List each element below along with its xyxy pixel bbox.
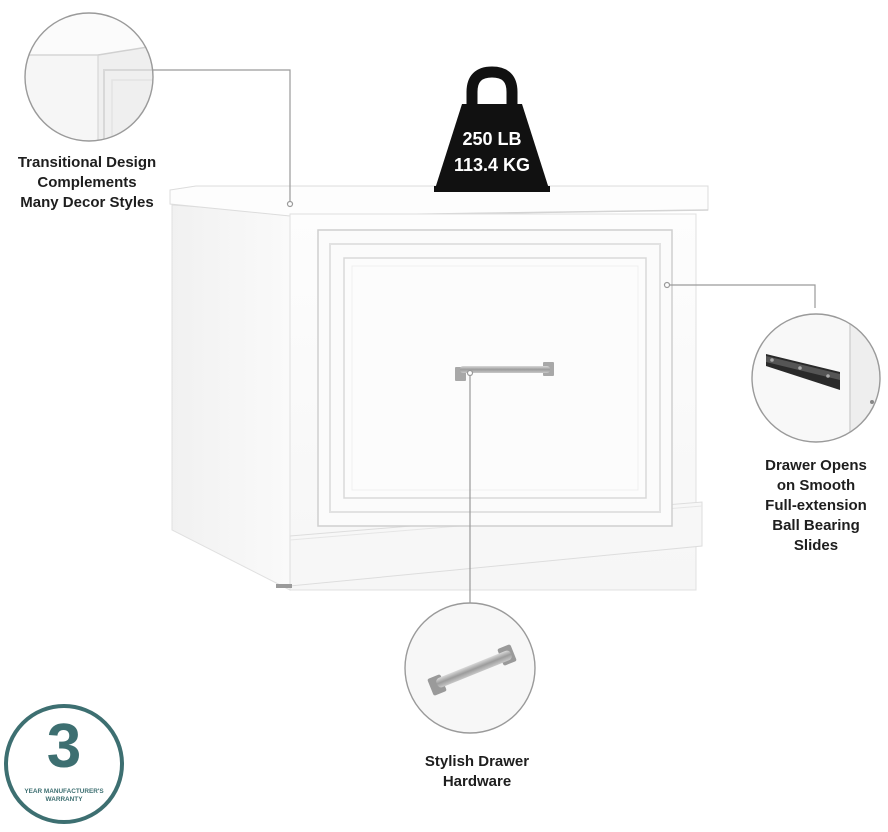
callout-line: Drawer Opens xyxy=(765,457,867,474)
warranty-caption-line: WARRANTY xyxy=(45,796,83,803)
kettlebell-weight-icon xyxy=(434,66,550,192)
callout-drawer-hardware: Stylish Drawer Hardware xyxy=(392,752,562,792)
cabinet-side-panel xyxy=(171,204,291,591)
callout-ball-bearing-slides: Drawer Opens on Smooth Full-extension Ba… xyxy=(748,456,884,556)
slide-detail-circle xyxy=(751,313,881,443)
handle-detail-circle xyxy=(404,602,536,734)
weight-pounds: 250 LB xyxy=(462,129,522,149)
callout-line: Stylish Drawer xyxy=(424,753,530,770)
top-molding-detail-circle xyxy=(24,12,154,142)
weight-capacity-label: 250 LB 113.4 KG xyxy=(432,126,552,178)
callout-line: on Smooth xyxy=(776,477,856,494)
cabinet xyxy=(169,185,709,591)
warranty-seal xyxy=(4,704,124,824)
callout-line: Many Decor Styles xyxy=(20,194,154,211)
warranty-caption: YEAR MANUFACTURER'S WARRANTY xyxy=(18,788,110,804)
callout-line: Hardware xyxy=(442,773,512,790)
warranty-caption-line: YEAR MANUFACTURER'S xyxy=(24,788,104,795)
callout-line: Complements xyxy=(37,174,137,191)
warranty-years: 3 xyxy=(46,712,82,781)
weight-kilograms: 113.4 KG xyxy=(453,155,531,175)
drawer-handle xyxy=(455,362,554,381)
drawer-raised-panel xyxy=(343,257,647,499)
callout-line: Slides xyxy=(793,537,839,554)
callout-line: Transitional Design xyxy=(17,154,157,171)
callout-transitional-design: Transitional Design Complements Many Dec… xyxy=(2,153,172,213)
callout-line: Full-extension xyxy=(765,497,867,514)
leader-lines xyxy=(150,69,816,604)
callout-line: Ball Bearing xyxy=(772,517,860,534)
